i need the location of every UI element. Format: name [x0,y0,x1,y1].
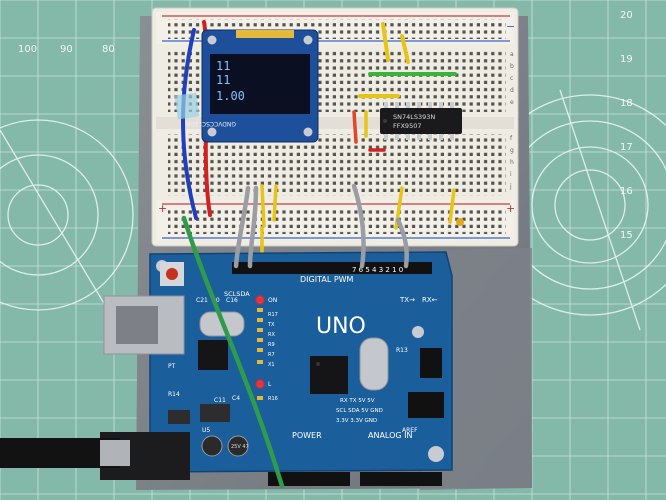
chip-pin [406,133,410,140]
r7-label: R7 [268,352,275,358]
mat-side-number: 19 [620,54,633,65]
c11-label: C11 [214,397,226,404]
tx-label: TX→ [399,296,415,304]
rail-plus-label: + [158,202,167,215]
chip-pin [384,133,388,140]
smd-leds [257,308,263,400]
pt-label: PT [168,363,176,370]
cap-1 [201,435,223,457]
chip-part-number: SN74LS393N [393,113,435,121]
mat-circles [0,89,666,331]
analog-in-label: ANALOG IN [368,431,413,440]
mat-side-number: 15 [620,230,633,241]
oled-screen [210,54,310,114]
breadboard-wires [181,20,464,270]
breadboard-row-letter: j [509,183,512,190]
mat-side-number: 18 [620,98,633,109]
arduino-uno-board: 25V 47 UNO DIGITAL PWM 7 6 5 4 3 2 1 0 S… [0,251,453,486]
cap-value: 25V 47 [231,444,249,450]
chip-pin [439,133,443,140]
cap-2 [227,435,249,457]
v33-label: 3.3V 3.3V GND [336,418,377,424]
breadboard-row-letter: b [510,63,514,70]
mat-side-number: 17 [620,142,633,153]
r9-label: R9 [268,342,275,348]
chip-pin [439,102,443,109]
ruler-number: 80 [102,44,115,55]
rx-label: RX← [422,296,438,304]
c4-label: C4 [232,395,240,402]
io-pin-numbers: 7 6 5 4 3 2 1 0 [352,266,403,274]
rail-minus-label: − [506,20,515,33]
breadboard-row-letter: c [510,75,513,82]
on-label: ON [268,297,277,304]
chip-pin [428,102,432,109]
chip-pin [428,133,432,140]
oled-line-3: 1.00 [216,89,245,103]
power-label: POWER [292,431,322,440]
chip-pin [450,102,454,109]
rx-tx-small-label: RX TX 5V 5V [340,398,375,404]
mat-right-numbers: 20 19 18 17 16 15 [620,10,633,241]
chip-pin [450,133,454,140]
scl-sda-label: SCLSDA [224,290,250,298]
l-label: L [268,381,272,388]
c21-label: C21 [196,297,208,304]
tx-led-label: TX [267,322,275,328]
breadboard-row-letter: f [510,135,513,142]
x1-label: X1 [268,362,275,368]
chip-pin [395,102,399,109]
breadboard-row-letter: i [510,171,512,178]
rx-led-label: RX [268,332,275,338]
r16-label: R16 [268,396,278,402]
chip-pin [395,133,399,140]
chip-pin [384,102,388,109]
r14-label: R14 [168,391,180,398]
oled-module: 11 11 1.00 GNDVCCSCLSDA [174,29,319,143]
reset-button-cap[interactable] [166,268,178,280]
u5-label: U5 [202,427,210,434]
uno-logo: UNO [316,314,366,339]
rail-plus-label-right: + [506,202,515,215]
chip-pin [417,133,421,140]
ic-chip: SN74LS393N FFX9507 [380,102,462,140]
r13-label: R13 [396,347,408,354]
chip-pin [417,102,421,109]
chip-pin [406,102,410,109]
jumper-wires [181,183,409,489]
breadboard-row-letter: a [510,51,514,58]
breadboard-row-letter: g [510,147,514,154]
aref-label: AREF [402,427,418,434]
oled-line-1: 11 [216,59,230,73]
breadboard-row-letter: e [510,99,514,106]
scl-sda-small-label: SCL SDA 5V GND [336,408,383,414]
power-header [268,472,350,486]
mat-side-number: 20 [620,10,633,21]
breadboard-row-letter: d [510,87,514,94]
mcu-chip [310,356,348,394]
analog-header [360,472,442,486]
digital-pwm-label: DIGITAL PWM [300,275,354,284]
crystal-main [359,337,389,391]
usb-chip [198,340,228,370]
oled-line-2: 11 [216,73,230,87]
mat-side-number: 16 [620,186,633,197]
r17-label: R17 [268,312,278,318]
oled-pin-labels: GNDVCCSCLSDA [185,120,236,127]
breadboard-row-letter: h [510,159,514,166]
ruler-number: 90 [60,44,73,55]
c16-label: C16 [226,297,238,304]
ruler-number: 100 [18,44,37,55]
mat-ruler-numbers: 100 90 80 [18,44,115,55]
chip-date-code: FFX9507 [393,122,421,130]
tape-piece [174,92,200,120]
